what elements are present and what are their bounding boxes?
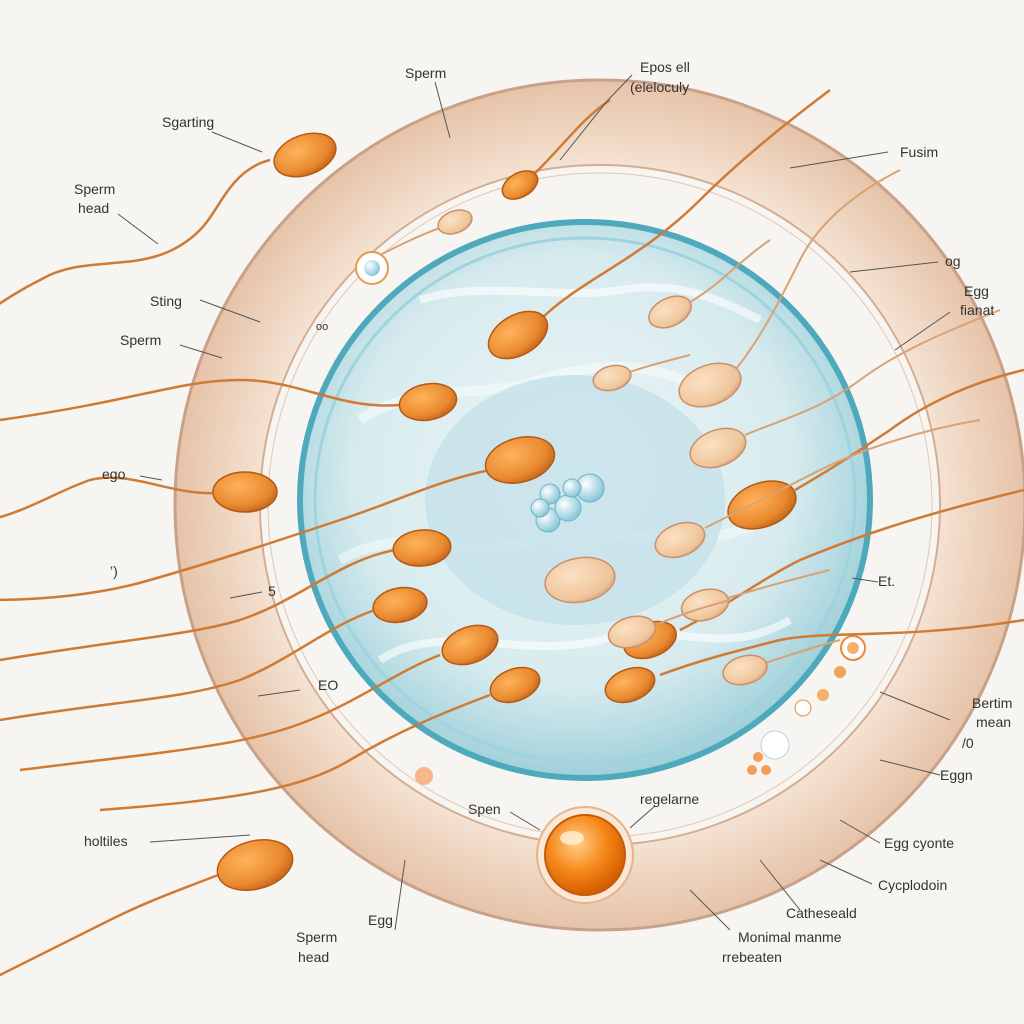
nucleolus-bubble — [562, 478, 582, 498]
sperm-tail — [19, 653, 441, 772]
sperm-head — [372, 586, 428, 624]
sperm-head — [216, 839, 294, 891]
polar-body — [536, 806, 634, 904]
sperm-tail — [0, 468, 491, 602]
label-small-oo: oo — [316, 321, 328, 333]
sperm-tail — [764, 639, 841, 664]
label-holtiles: holtiles — [84, 833, 128, 849]
label-egg-cyonte: Egg cyonte — [884, 835, 954, 851]
label-ego-left: ego — [102, 466, 126, 482]
sperm-tail — [0, 378, 401, 422]
label-epos-sub: (eleloculy — [630, 79, 689, 95]
label-egg-fianat-2: fianat — [960, 302, 994, 318]
sperm-tail — [0, 476, 216, 519]
label-bertim-2: mean — [976, 714, 1011, 730]
label-catheseald: Catheseald — [786, 905, 857, 921]
label-epos: Epos ell — [640, 59, 690, 75]
label-sperm-head-left-1: Sperm — [74, 181, 115, 197]
sperm-head — [489, 666, 541, 704]
label-spen: Spen — [468, 801, 501, 817]
nucleus — [425, 375, 725, 625]
sperm-tail — [727, 569, 831, 599]
sperm-tail — [0, 873, 219, 977]
label-eggn: Eggn — [940, 767, 973, 783]
sperm-head — [689, 427, 747, 469]
sperm-head — [604, 666, 656, 704]
sperm-tail — [99, 693, 491, 812]
sperm-head — [212, 471, 278, 513]
label-cycplodoin: Cycplodoin — [878, 877, 947, 893]
label-sperm-head-bottom-2: head — [298, 949, 329, 965]
nucleolus-bubble — [539, 483, 561, 505]
label-eo: EO — [318, 677, 338, 693]
sperm-tail — [379, 227, 441, 256]
sperm-head — [680, 588, 730, 622]
sperm-head — [437, 209, 473, 235]
sperm-head — [398, 382, 458, 422]
label-og: og — [945, 253, 961, 269]
sperm-tail — [629, 354, 691, 373]
sperm-tail — [0, 158, 271, 305]
label-slash-d: /0 — [962, 735, 974, 751]
sperm-tail — [704, 419, 981, 529]
label-monimal-1: Monimal manme — [738, 929, 842, 945]
sperm-head — [487, 310, 549, 360]
nucleolus-bubble — [530, 498, 550, 518]
sperm-head — [648, 295, 692, 329]
sperm-head — [273, 132, 337, 178]
sperm-head — [392, 529, 452, 567]
label-et: Et. — [878, 573, 895, 589]
sperm-head — [678, 362, 742, 408]
label-monimal-2: rrebeaten — [722, 949, 782, 965]
label-sgarting: Sgarting — [162, 114, 214, 130]
sperm-tail — [744, 309, 1001, 436]
label-regelarne: regelarne — [640, 791, 699, 807]
sperm-tail — [734, 169, 901, 371]
label-fusim: Fusim — [900, 144, 938, 160]
labels: Sperm Epos ell (eleloculy Sgarting Sperm… — [74, 59, 1012, 965]
label-sperm-top: Sperm — [405, 65, 446, 81]
sperm-head — [722, 654, 768, 686]
label-sperm-head-bottom-1: Sperm — [296, 929, 337, 945]
sperm-head — [592, 364, 632, 392]
sperm-tail — [689, 239, 771, 303]
label-sperm-left: Sperm — [120, 332, 161, 348]
sperm-tail — [794, 368, 1024, 492]
label-bertim-1: Bertim — [972, 695, 1012, 711]
sperm-head — [654, 521, 706, 559]
sperm-head — [607, 615, 657, 649]
small-vesicles — [355, 251, 866, 785]
sperm-tail — [654, 599, 731, 626]
label-egg-bottom: Egg — [368, 912, 393, 928]
sperm-head — [441, 624, 499, 666]
sperm-group — [0, 89, 1024, 977]
leader-lines — [117, 74, 951, 931]
label-five: 5 — [268, 583, 276, 599]
sperm-head — [501, 170, 539, 200]
sperm-tail — [0, 548, 396, 662]
label-sting: Sting — [150, 293, 182, 309]
sperm-head — [484, 436, 556, 484]
sperm-tail — [0, 608, 376, 722]
label-sperm-head-left-2: head — [78, 200, 109, 216]
sperm-tail — [539, 89, 831, 321]
label-egg-fianat-1: Egg — [964, 283, 989, 299]
label-mark-left: ’) — [110, 563, 118, 579]
sperm-tail — [659, 618, 1024, 677]
sperm-tail — [529, 98, 611, 179]
sperm-head — [544, 556, 616, 604]
